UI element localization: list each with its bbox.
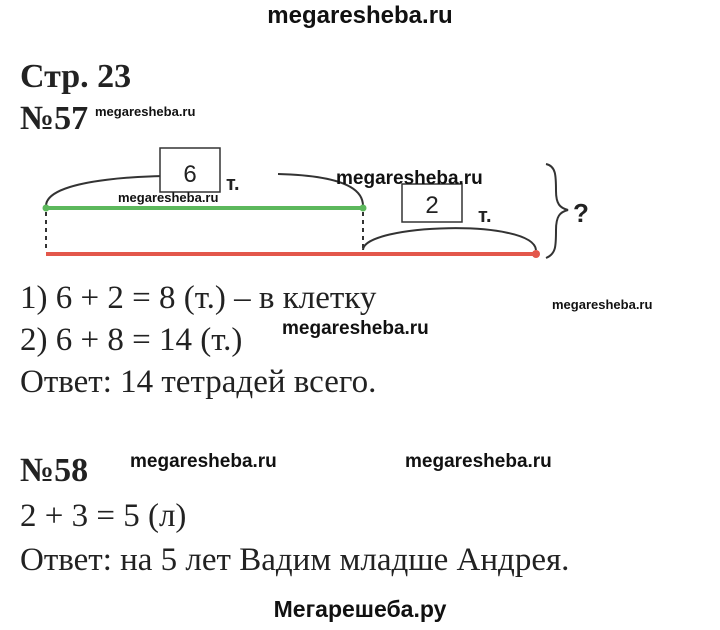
watermark-inline: megaresheba.ru <box>552 297 653 312</box>
red-segment-end <box>532 250 540 258</box>
watermark-bottom: Мегарешеба.ру <box>273 596 447 622</box>
answer-58: Ответ: на 5 лет Вадим младше Андрея. <box>20 542 570 578</box>
box-bottom-value: 2 <box>425 192 438 219</box>
arc-right-top <box>277 173 364 207</box>
solution-line-2: 2) 6 + 8 = 14 (т.) <box>20 322 243 358</box>
answer-57: Ответ: 14 тетрадей всего. <box>20 364 377 400</box>
watermark-inline: megaresheba.ru <box>336 168 483 189</box>
solution-line-1: 1) 6 + 2 = 8 (т.) – в клетку <box>20 280 377 316</box>
watermark-inline: megaresheba.ru <box>405 451 552 472</box>
question-mark: ? <box>573 198 589 228</box>
curly-brace <box>545 163 569 259</box>
task-57-number: №57 <box>20 100 89 137</box>
page-heading: Стр. 23 <box>20 58 132 95</box>
box-top-value: 6 <box>183 161 196 188</box>
watermark-top: megaresheba.ru <box>267 2 453 29</box>
unit-bottom: т. <box>478 205 492 227</box>
green-segment-end <box>359 204 367 212</box>
task-58-number: №58 <box>20 452 89 489</box>
watermark-inline: megaresheba.ru <box>130 451 277 472</box>
segment-diagram: 6 т. 2 т. ? <box>42 147 589 259</box>
green-segment-start <box>42 204 50 212</box>
solution-58-line-1: 2 + 3 = 5 (л) <box>20 498 187 534</box>
arc-bottom <box>362 227 537 251</box>
box-bottom <box>401 183 463 223</box>
watermark-inline: megaresheba.ru <box>282 318 429 339</box>
unit-top: т. <box>226 173 240 195</box>
watermark-inline: megaresheba.ru <box>118 190 219 205</box>
watermark-inline: megaresheba.ru <box>95 104 196 119</box>
box-top <box>159 147 221 193</box>
